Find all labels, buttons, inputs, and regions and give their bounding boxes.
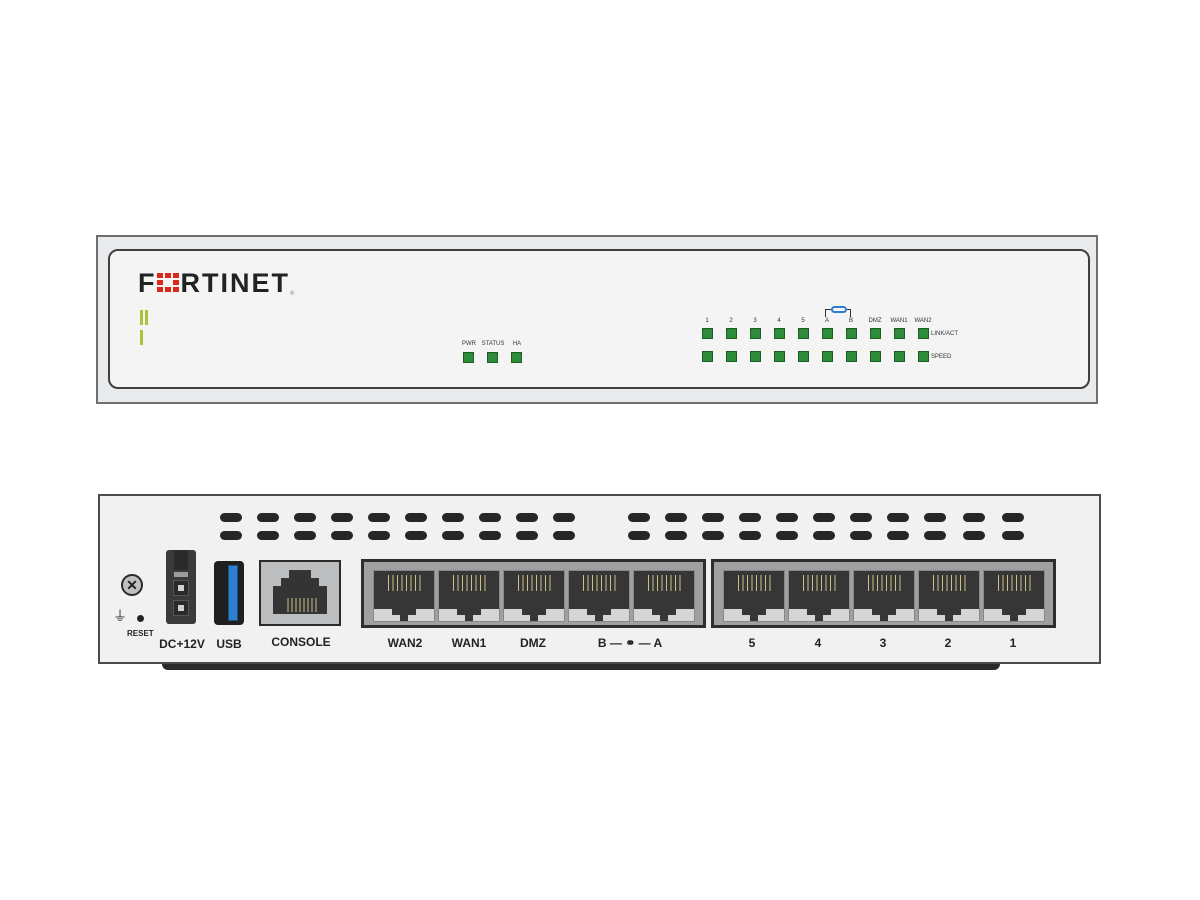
led-speed-port-3 — [750, 351, 761, 362]
vent-group-left — [220, 513, 600, 543]
led-link-port-4 — [774, 328, 785, 339]
led-link-port-5 — [798, 328, 809, 339]
row-label-speed: SPEED — [931, 354, 952, 360]
led-link-wan2 — [918, 328, 929, 339]
led-link-port-a — [822, 328, 833, 339]
link-icon — [831, 306, 847, 313]
port-a[interactable] — [633, 570, 695, 622]
port-label-1: 1 — [1009, 636, 1017, 650]
port-b[interactable] — [568, 570, 630, 622]
port-label-5: 5 — [748, 636, 756, 650]
fortinet-logo-o-icon — [156, 273, 179, 293]
led-speed-dmz — [870, 351, 881, 362]
console-port[interactable] — [259, 560, 341, 626]
front-panel-bezel — [108, 249, 1090, 389]
led-label-port-4: 4 — [777, 318, 781, 324]
port-group-lan — [711, 559, 1056, 628]
fortinet-logo: F RTINET® — [138, 268, 297, 298]
port-4[interactable] — [788, 570, 850, 622]
dc-power-connector[interactable] — [166, 550, 196, 624]
rj45-console-icon — [273, 570, 327, 614]
port-wan2[interactable] — [373, 570, 435, 622]
port-label-wan2: WAN2 — [387, 636, 423, 650]
port-label-4: 4 — [814, 636, 822, 650]
led-label-dmz: DMZ — [868, 318, 882, 324]
led-ha — [511, 352, 522, 363]
led-speed-wan2 — [918, 351, 929, 362]
led-link-port-2 — [726, 328, 737, 339]
led-label-port-3: 3 — [753, 318, 757, 324]
port-group-wan-dmz-ab — [361, 559, 706, 628]
usb-label: USB — [216, 637, 242, 651]
port-label-dmz: DMZ — [520, 636, 546, 650]
port-wan1[interactable] — [438, 570, 500, 622]
led-link-port-1 — [702, 328, 713, 339]
led-label-wan2: WAN2 — [914, 318, 932, 324]
led-status — [487, 352, 498, 363]
console-label: CONSOLE — [271, 635, 331, 649]
led-label-status: STATUS — [481, 341, 505, 347]
led-label-port-a: A — [824, 318, 829, 324]
led-label-pwr: PWR — [462, 341, 476, 347]
port-3[interactable] — [853, 570, 915, 622]
usb-port[interactable] — [214, 561, 244, 625]
port-label-b-link-a: B — ⚭ — A — [597, 636, 663, 650]
led-link-port-b — [846, 328, 857, 339]
ground-screw-icon: ✕ — [121, 574, 143, 596]
dc-power-label: DC+12V — [159, 637, 205, 651]
vent-group-right — [628, 513, 1028, 543]
led-link-port-3 — [750, 328, 761, 339]
led-speed-port-b — [846, 351, 857, 362]
led-speed-wan1 — [894, 351, 905, 362]
port-label-2: 2 — [944, 636, 952, 650]
back-panel-foot — [162, 662, 1000, 670]
led-pwr — [463, 352, 474, 363]
led-link-dmz — [870, 328, 881, 339]
port-label-3: 3 — [879, 636, 887, 650]
reset-label: RESET — [127, 629, 154, 638]
port-1[interactable] — [983, 570, 1045, 622]
port-dmz[interactable] — [503, 570, 565, 622]
port-label-wan1: WAN1 — [451, 636, 487, 650]
model-bars-icon — [140, 310, 154, 345]
port-2[interactable] — [918, 570, 980, 622]
reset-button[interactable] — [137, 615, 144, 622]
led-label-ha: HA — [512, 341, 522, 347]
port-5[interactable] — [723, 570, 785, 622]
led-label-port-5: 5 — [801, 318, 805, 324]
led-label-wan1: WAN1 — [890, 318, 908, 324]
led-speed-port-1 — [702, 351, 713, 362]
ground-symbol-icon: ⏚ — [113, 608, 127, 624]
led-link-wan1 — [894, 328, 905, 339]
led-label-port-1: 1 — [705, 318, 709, 324]
led-speed-port-2 — [726, 351, 737, 362]
led-label-port-b: B — [848, 318, 853, 324]
led-speed-port-5 — [798, 351, 809, 362]
led-speed-port-a — [822, 351, 833, 362]
led-label-port-2: 2 — [729, 318, 733, 324]
row-label-link-act: LINK/ACT — [931, 331, 959, 337]
led-speed-port-4 — [774, 351, 785, 362]
